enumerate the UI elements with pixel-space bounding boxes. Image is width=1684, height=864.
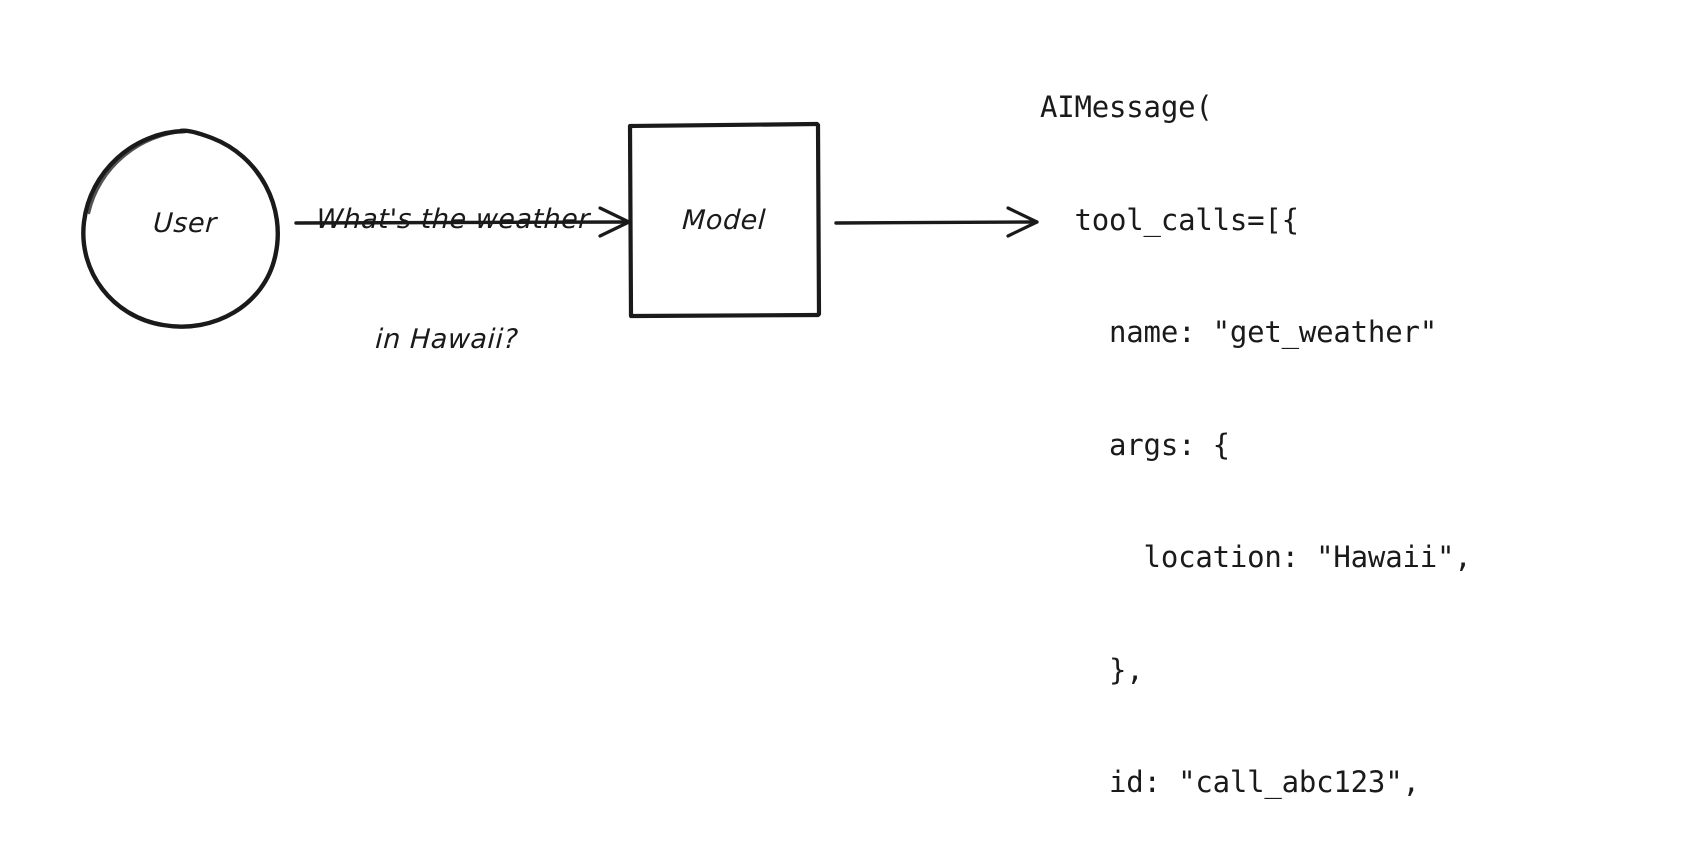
code-line: id: "call_abc123", — [1040, 765, 1420, 799]
code-line: AIMessage( — [1040, 90, 1213, 124]
sketch-strokes-layer — [81, 121, 1039, 329]
diagram-canvas: User Model What's the weather in Hawaii?… — [81, 90, 1472, 799]
edge-label-line-2: in Hawaii? — [374, 324, 520, 355]
code-line: tool_calls=[{ — [1040, 202, 1300, 237]
ai-message-code-output: AIMessage( tool_calls=[{ name: "get_weat… — [1040, 14, 1472, 864]
code-line: location: "Hawaii", — [1040, 540, 1472, 574]
code-line: name: "get_weather" — [1040, 315, 1437, 349]
arrow-model-to-output — [834, 206, 1039, 238]
edge-label-line-1: What's the weather — [315, 204, 591, 235]
code-line: }, — [1040, 652, 1144, 687]
user-node-circle — [81, 128, 280, 329]
model-node-label: Model — [681, 205, 767, 236]
model-node-box — [627, 121, 822, 319]
code-line: args: { — [1040, 427, 1230, 462]
edge-label-user-query: What's the weather in Hawaii? — [277, 120, 624, 440]
arrow-user-to-model — [294, 206, 631, 238]
